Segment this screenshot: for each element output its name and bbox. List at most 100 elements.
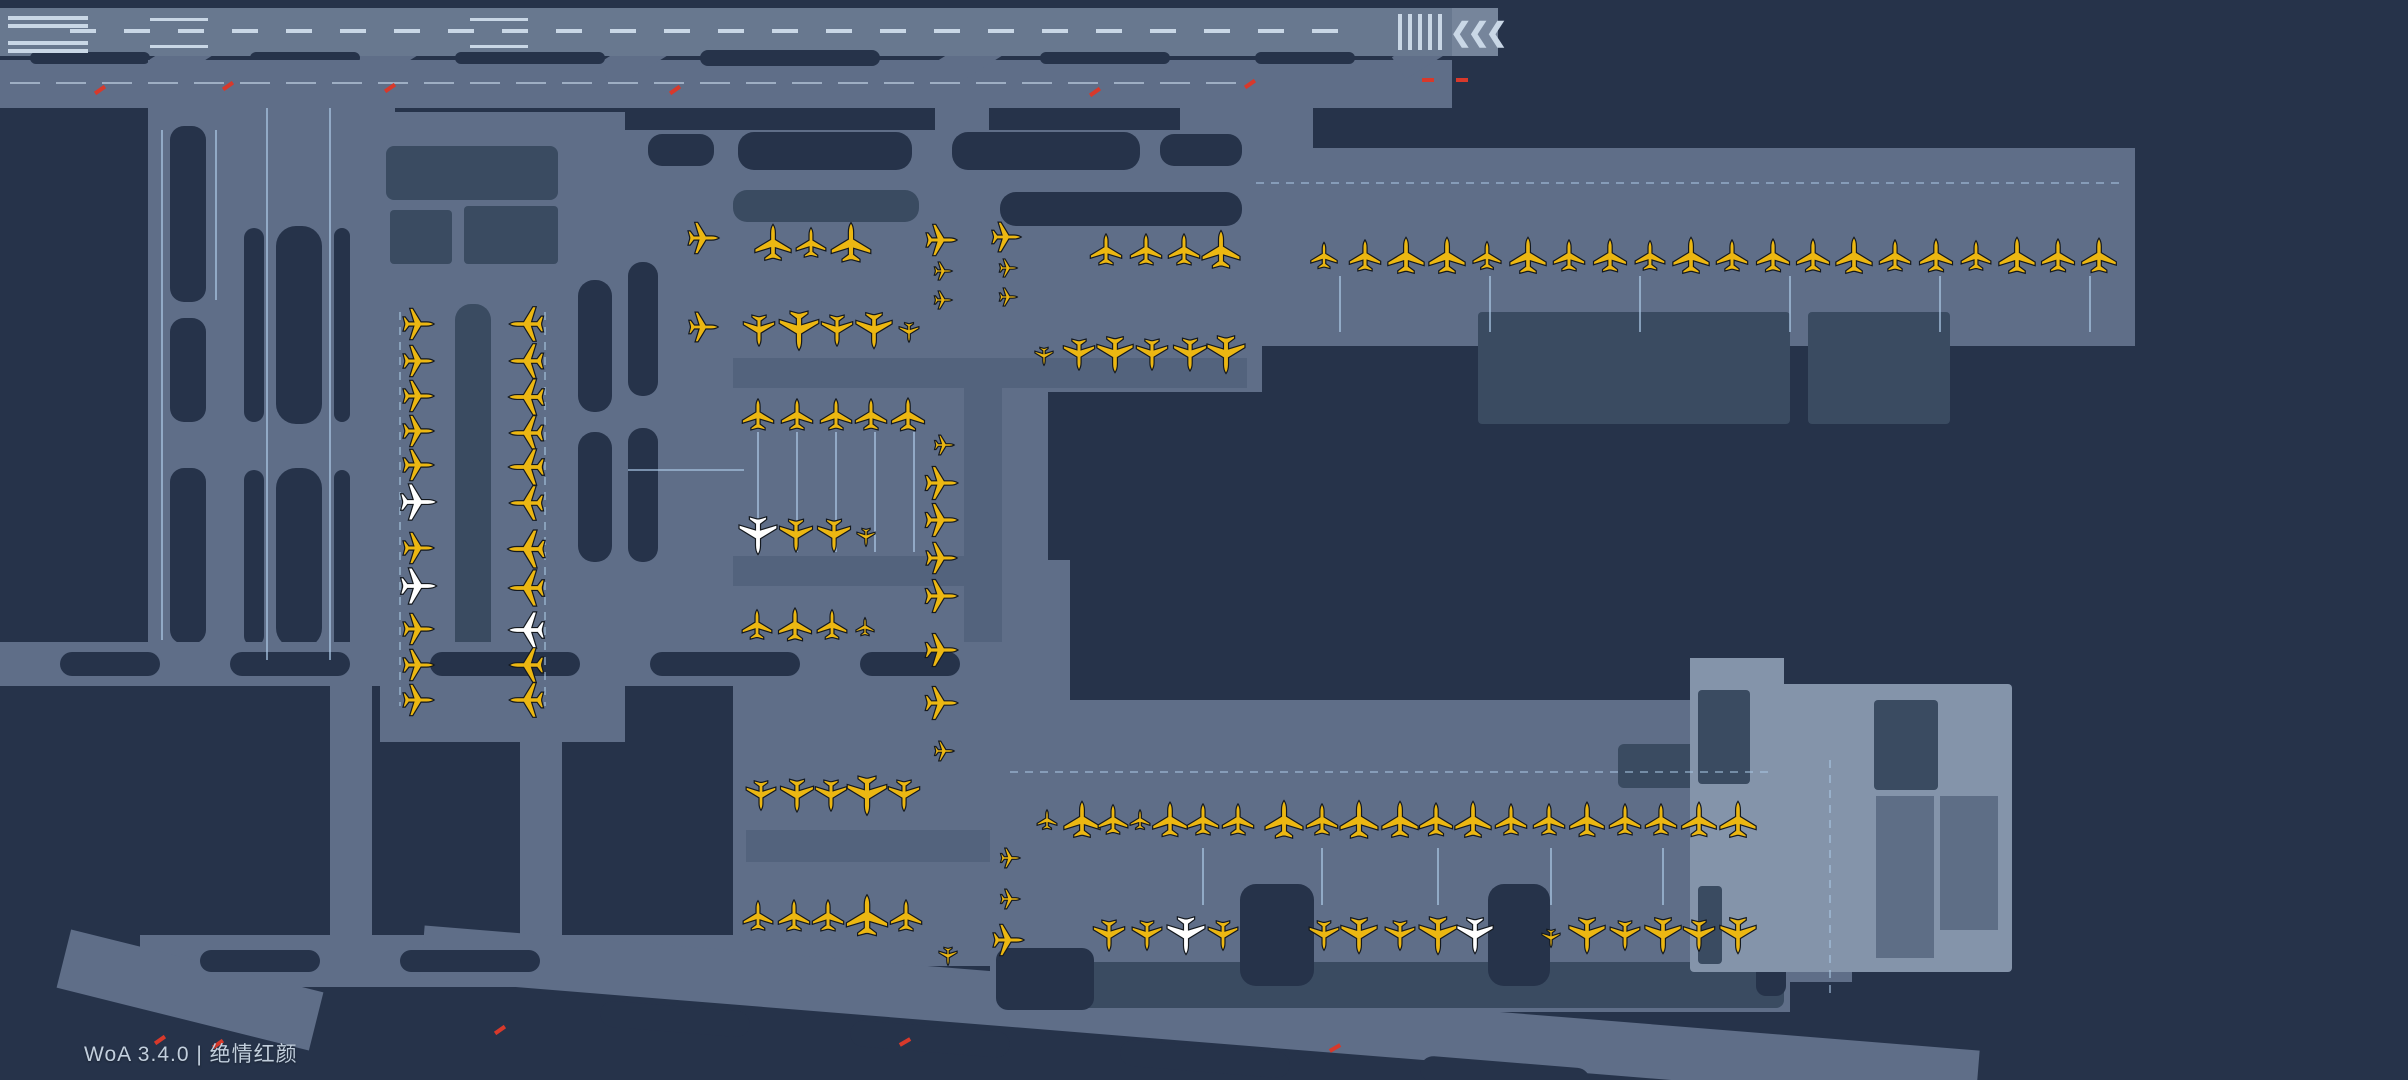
aircraft-icon[interactable] — [854, 398, 888, 431]
aircraft-icon[interactable] — [1456, 917, 1494, 955]
aircraft-icon[interactable] — [402, 448, 435, 482]
aircraft-icon[interactable] — [999, 888, 1021, 910]
aircraft-icon[interactable] — [1264, 799, 1304, 839]
aircraft-icon[interactable] — [1308, 920, 1340, 951]
aircraft-icon[interactable] — [998, 287, 1018, 307]
aircraft-icon[interactable] — [741, 398, 775, 431]
aircraft-icon[interactable] — [1998, 236, 2036, 274]
aircraft-icon[interactable] — [1472, 240, 1502, 271]
aircraft-icon[interactable] — [1532, 803, 1566, 836]
aircraft-icon[interactable] — [1062, 338, 1096, 371]
aircraft-icon[interactable] — [1454, 800, 1492, 838]
aircraft-icon[interactable] — [1034, 346, 1054, 366]
aircraft-icon[interactable] — [1719, 800, 1757, 838]
aircraft-icon[interactable] — [1719, 917, 1757, 955]
aircraft-icon[interactable] — [688, 311, 719, 343]
aircraft-icon[interactable] — [816, 518, 852, 553]
aircraft-icon[interactable] — [1129, 233, 1163, 266]
aircraft-icon[interactable] — [402, 307, 435, 341]
aircraft-icon[interactable] — [508, 343, 545, 379]
aircraft-icon[interactable] — [1418, 802, 1454, 837]
aircraft-icon[interactable] — [924, 685, 959, 721]
aircraft-icon[interactable] — [1835, 236, 1873, 274]
aircraft-icon[interactable] — [402, 344, 435, 378]
aircraft-icon[interactable] — [814, 779, 848, 812]
aircraft-icon[interactable] — [1569, 801, 1605, 838]
aircraft-icon[interactable] — [845, 894, 889, 937]
aircraft-icon[interactable] — [1381, 800, 1419, 838]
aircraft-icon[interactable] — [1608, 803, 1642, 836]
aircraft-icon[interactable] — [745, 780, 777, 811]
aircraft-icon[interactable] — [402, 612, 435, 646]
aircraft-icon[interactable] — [855, 312, 893, 350]
aircraft-icon[interactable] — [780, 398, 814, 431]
aircraft-icon[interactable] — [887, 779, 921, 812]
aircraft-icon[interactable] — [400, 567, 438, 605]
aircraft-icon[interactable] — [402, 414, 435, 448]
aircraft-icon[interactable] — [1092, 919, 1126, 952]
aircraft-icon[interactable] — [1568, 917, 1606, 955]
aircraft-icon[interactable] — [1036, 809, 1058, 831]
aircraft-icon[interactable] — [778, 310, 820, 351]
aircraft-icon[interactable] — [1672, 236, 1710, 274]
aircraft-icon[interactable] — [402, 648, 435, 682]
aircraft-icon[interactable] — [1428, 236, 1466, 274]
aircraft-icon[interactable] — [507, 569, 545, 607]
aircraft-icon[interactable] — [508, 682, 545, 718]
aircraft-icon[interactable] — [1097, 804, 1129, 835]
aircraft-icon[interactable] — [925, 223, 958, 257]
aircraft-icon[interactable] — [1135, 338, 1169, 371]
aircraft-icon[interactable] — [741, 609, 773, 640]
aircraft-icon[interactable] — [508, 306, 545, 342]
aircraft-icon[interactable] — [1167, 233, 1201, 266]
aircraft-icon[interactable] — [1129, 809, 1151, 831]
aircraft-icon[interactable] — [816, 609, 848, 640]
aircraft-icon[interactable] — [925, 541, 958, 575]
aircraft-icon[interactable] — [1387, 236, 1425, 274]
aircraft-icon[interactable] — [933, 261, 953, 281]
aircraft-icon[interactable] — [999, 847, 1021, 869]
aircraft-icon[interactable] — [1310, 241, 1338, 270]
aircraft-icon[interactable] — [811, 899, 845, 932]
aircraft-icon[interactable] — [924, 502, 959, 538]
aircraft-icon[interactable] — [1681, 801, 1717, 838]
aircraft-icon[interactable] — [1644, 803, 1678, 836]
aircraft-icon[interactable] — [795, 227, 827, 258]
aircraft-icon[interactable] — [1552, 239, 1586, 272]
aircraft-icon[interactable] — [1494, 803, 1528, 836]
aircraft-icon[interactable] — [924, 632, 959, 668]
aircraft-icon[interactable] — [742, 900, 774, 931]
aircraft-icon[interactable] — [507, 611, 545, 649]
aircraft-icon[interactable] — [1166, 916, 1206, 956]
aircraft-icon[interactable] — [1131, 920, 1163, 951]
aircraft-icon[interactable] — [506, 529, 546, 569]
aircraft-icon[interactable] — [938, 946, 958, 966]
aircraft-icon[interactable] — [777, 607, 813, 642]
aircraft-icon[interactable] — [507, 378, 545, 416]
aircraft-icon[interactable] — [1305, 803, 1339, 836]
aircraft-icon[interactable] — [402, 379, 435, 413]
aircraft-icon[interactable] — [924, 578, 959, 614]
aircraft-icon[interactable] — [856, 527, 876, 547]
aircraft-icon[interactable] — [2081, 237, 2117, 274]
aircraft-icon[interactable] — [1541, 928, 1561, 948]
aircraft-icon[interactable] — [924, 465, 959, 501]
aircraft-icon[interactable] — [1509, 236, 1547, 274]
aircraft-icon[interactable] — [507, 448, 545, 486]
aircraft-icon[interactable] — [1063, 800, 1101, 838]
aircraft-icon[interactable] — [1340, 917, 1378, 955]
aircraft-icon[interactable] — [1096, 336, 1134, 374]
aircraft-icon[interactable] — [400, 483, 438, 521]
aircraft-icon[interactable] — [402, 531, 435, 565]
aircraft-icon[interactable] — [933, 290, 953, 310]
aircraft-icon[interactable] — [508, 485, 545, 521]
aircraft-icon[interactable] — [778, 518, 814, 553]
aircraft-icon[interactable] — [742, 314, 776, 347]
aircraft-icon[interactable] — [992, 923, 1025, 957]
aircraft-icon[interactable] — [779, 778, 815, 813]
aircraft-icon[interactable] — [890, 397, 926, 432]
aircraft-icon[interactable] — [1918, 238, 1954, 273]
aircraft-icon[interactable] — [933, 740, 955, 762]
aircraft-icon[interactable] — [754, 223, 792, 261]
aircraft-icon[interactable] — [898, 321, 920, 343]
